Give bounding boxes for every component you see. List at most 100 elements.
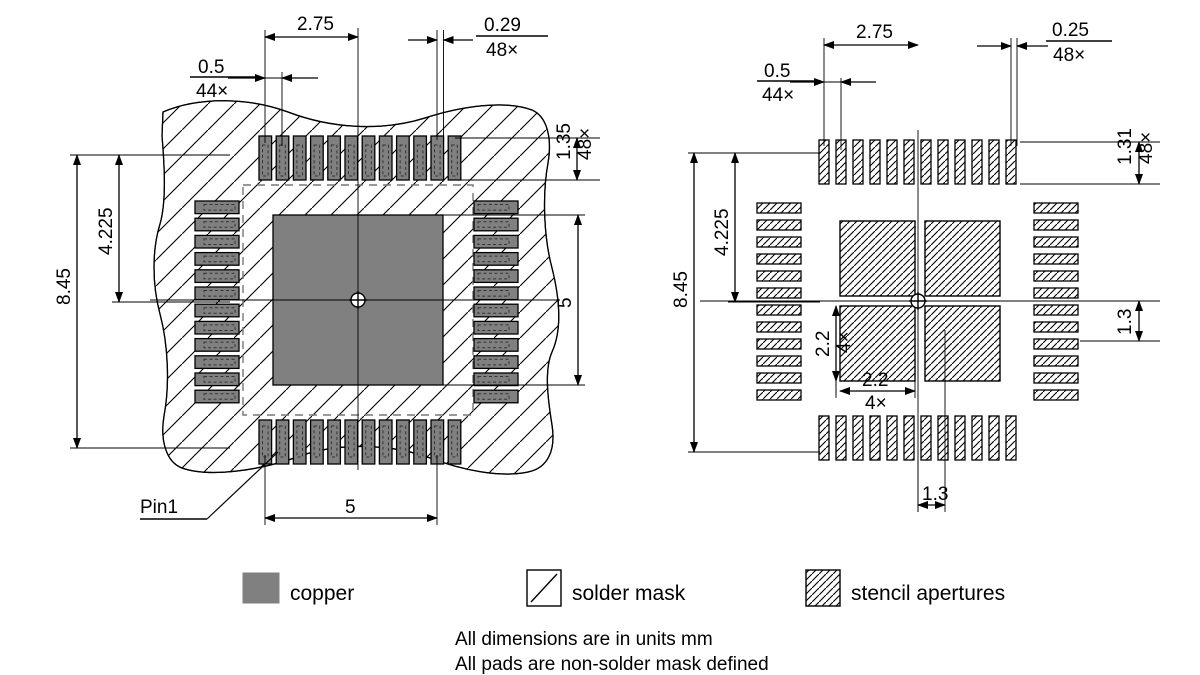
stencil-aperture xyxy=(756,253,802,265)
stencil-aperture xyxy=(818,415,830,461)
copper-pad xyxy=(194,217,240,232)
copper-pad xyxy=(413,135,428,181)
dim-2-2-horizontal-count: 4× xyxy=(865,393,887,414)
stencil-aperture xyxy=(920,139,932,185)
stencil-aperture xyxy=(869,139,881,185)
copper-pad xyxy=(309,419,324,465)
copper-pad xyxy=(473,372,519,387)
pin1-label: Pin1 xyxy=(140,497,178,518)
stencil-aperture xyxy=(988,415,1000,461)
copper-pad xyxy=(309,135,324,181)
stencil-aperture xyxy=(756,219,802,231)
copper-pad xyxy=(447,135,462,181)
right-center-datum-mark xyxy=(700,130,1140,512)
copper-pad xyxy=(194,337,240,352)
thermal-stencil-aperture xyxy=(839,305,916,382)
dim-5-vertical: 5 xyxy=(555,297,576,308)
dim-0-29: 0.29 xyxy=(484,15,521,36)
top-aperture-row xyxy=(818,139,1017,185)
dim-1-31: 1.31 xyxy=(1115,128,1136,165)
legend-label-solder-mask: solder mask xyxy=(572,582,686,605)
copper-pad xyxy=(327,135,342,181)
stencil-aperture xyxy=(1033,321,1079,333)
stencil-aperture xyxy=(954,415,966,461)
dim-1-3-side: 1.3 xyxy=(1115,309,1136,335)
thermal-stencil-aperture xyxy=(924,305,1001,382)
copper-pad xyxy=(473,251,519,266)
stencil-aperture xyxy=(1033,389,1079,401)
stencil-aperture xyxy=(1033,372,1079,384)
dim-1-3-bottom: 1.3 xyxy=(922,484,948,505)
stencil-aperture xyxy=(818,139,830,185)
stencil-aperture xyxy=(920,415,932,461)
stencil-aperture xyxy=(1033,202,1079,214)
dim-2-2-vertical: 2.2 xyxy=(813,331,834,357)
copper-pad xyxy=(361,135,376,181)
stencil-aperture xyxy=(756,355,802,367)
stencil-aperture xyxy=(971,139,983,185)
stencil-aperture xyxy=(756,236,802,248)
copper-pad xyxy=(473,269,519,284)
copper-pad xyxy=(413,419,428,465)
stencil-aperture xyxy=(886,415,898,461)
stencil-aperture xyxy=(852,139,864,185)
left-pad-column xyxy=(194,200,240,404)
copper-pad xyxy=(275,419,290,465)
copper-pad xyxy=(258,135,273,181)
dim-0-5-count-right: 44× xyxy=(762,85,794,106)
copper-pad xyxy=(344,135,359,181)
copper-pad xyxy=(447,419,462,465)
dim-0-25-count: 48× xyxy=(1053,45,1085,66)
copper-pad xyxy=(194,200,240,215)
left-aperture-column xyxy=(756,202,802,401)
copper-pad xyxy=(194,234,240,249)
stencil-aperture xyxy=(954,139,966,185)
thermal-stencil-aperture xyxy=(924,220,1001,297)
copper-pad xyxy=(473,355,519,370)
stencil-aperture xyxy=(1033,219,1079,231)
pin1-callout: Pin1 xyxy=(140,451,279,520)
dim-1-31-count: 48× xyxy=(1136,132,1157,164)
thermal-aperture-group xyxy=(839,220,1001,382)
stencil-aperture xyxy=(756,202,802,214)
copper-pad xyxy=(194,286,240,301)
copper-pad xyxy=(473,200,519,215)
copper-pad xyxy=(473,217,519,232)
copper-pad xyxy=(194,372,240,387)
stencil-aperture xyxy=(1033,287,1079,299)
dim-8-45-right: 8.45 xyxy=(671,271,692,308)
stencil-aperture xyxy=(1005,139,1017,185)
stencil-aperture xyxy=(869,415,881,461)
copper-pad xyxy=(344,419,359,465)
copper-pad xyxy=(430,135,445,181)
right-pad-column xyxy=(473,200,519,404)
legend-label-stencil-apertures: stencil apertures xyxy=(851,582,1005,605)
dim-2-75-left: 2.75 xyxy=(297,14,334,35)
center-datum-mark xyxy=(150,130,560,470)
dim-1-35: 1.35 xyxy=(554,123,575,160)
bottom-aperture-row xyxy=(818,415,1017,461)
copper-pad xyxy=(327,419,342,465)
stencil-aperture xyxy=(937,415,949,461)
copper-pad xyxy=(194,251,240,266)
copper-pad xyxy=(194,303,240,318)
stencil-aperture xyxy=(988,139,1000,185)
stencil-aperture xyxy=(971,415,983,461)
stencil-aperture xyxy=(1033,355,1079,367)
copper-pad xyxy=(473,286,519,301)
stencil-aperture xyxy=(835,415,847,461)
copper-pad xyxy=(275,135,290,181)
dim-4-225-right: 4.225 xyxy=(712,208,733,256)
thermal-stencil-aperture xyxy=(839,220,916,297)
copper-pad xyxy=(194,355,240,370)
legend-swatch-stencil-apertures xyxy=(805,569,841,607)
top-pad-row xyxy=(258,135,462,181)
stencil-aperture xyxy=(1033,338,1079,350)
copper-pad xyxy=(292,135,307,181)
stencil-aperture xyxy=(1033,236,1079,248)
stencil-aperture xyxy=(937,139,949,185)
dim-2-75-right: 2.75 xyxy=(856,22,893,43)
stencil-aperture xyxy=(756,287,802,299)
stencil-aperture xyxy=(756,304,802,316)
